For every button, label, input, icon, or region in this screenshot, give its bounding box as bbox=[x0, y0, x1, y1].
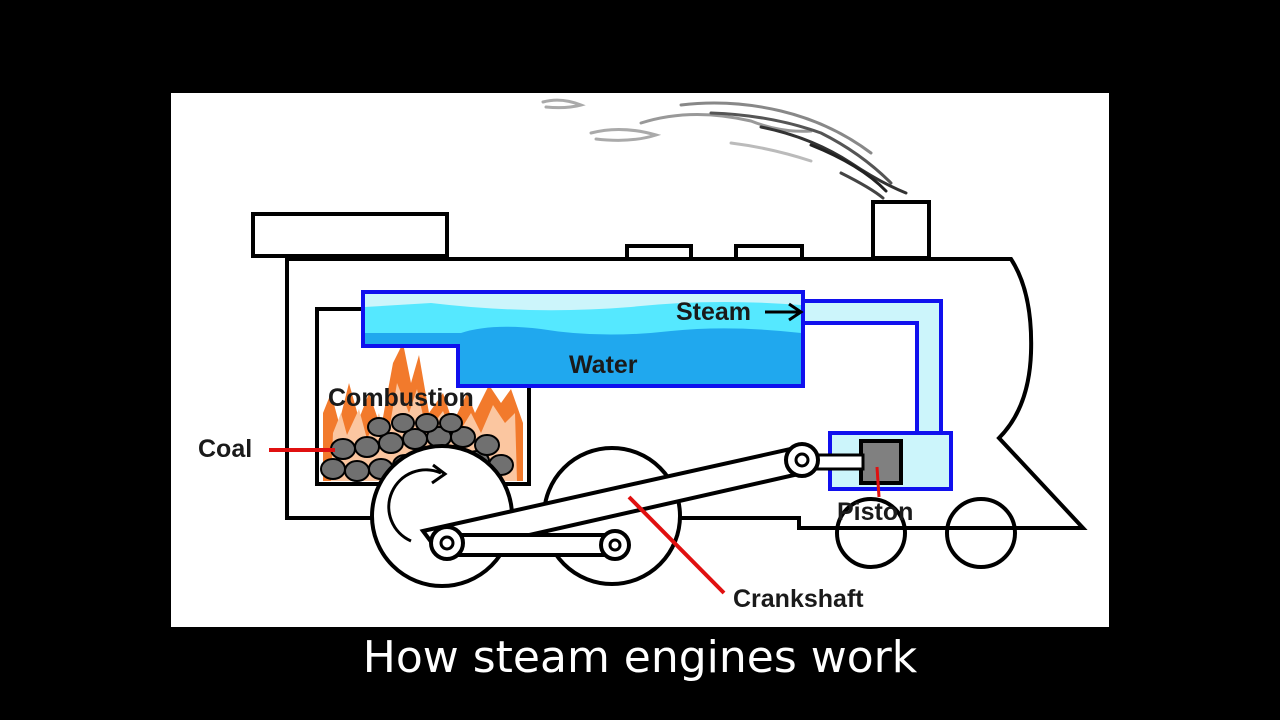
cylinder bbox=[830, 431, 953, 491]
label-combustion: Combustion bbox=[328, 384, 474, 412]
piston bbox=[859, 439, 903, 485]
steam-arrow-icon bbox=[765, 302, 804, 322]
boiler bbox=[361, 290, 805, 388]
pony-wheel-2 bbox=[945, 497, 1017, 569]
steam-engine-diagram: Steam Water Combustion Coal Piston Crank… bbox=[198, 98, 1088, 613]
label-steam: Steam bbox=[676, 298, 751, 326]
pony-wheel-1 bbox=[835, 497, 907, 569]
label-piston: Piston bbox=[837, 498, 913, 526]
piston-pointer bbox=[875, 466, 881, 498]
label-coal: Coal bbox=[198, 435, 252, 463]
cab-roof bbox=[251, 212, 449, 258]
crankshaft-pointer bbox=[627, 495, 726, 595]
smoke-puffs bbox=[541, 98, 908, 200]
label-water: Water bbox=[569, 351, 638, 379]
chimney bbox=[871, 200, 931, 260]
video-caption: How steam engines work bbox=[362, 632, 918, 683]
label-crankshaft: Crankshaft bbox=[733, 585, 864, 613]
crankshaft bbox=[419, 442, 820, 561]
